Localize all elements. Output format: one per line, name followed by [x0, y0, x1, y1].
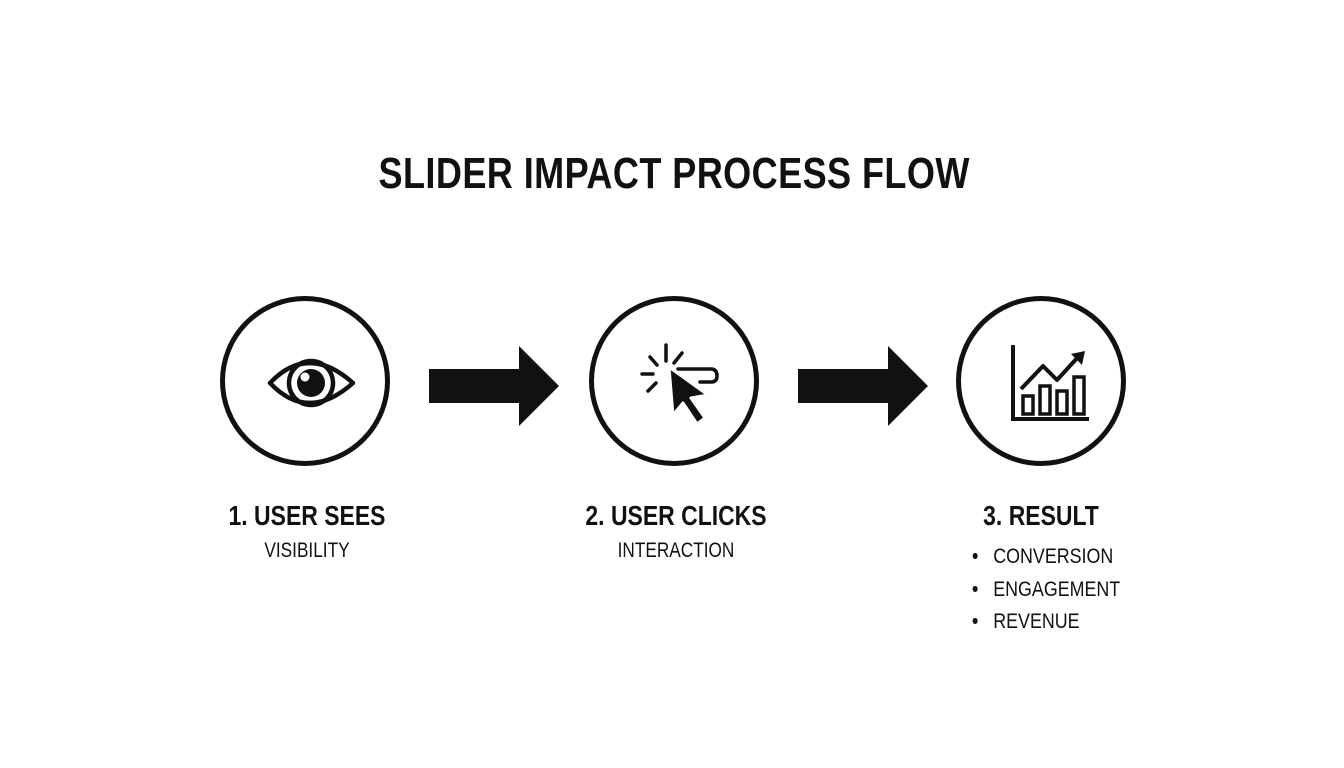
step-2-circle [589, 296, 759, 466]
step-3-title: 3. RESULT [983, 500, 1099, 531]
cursor-click-icon [640, 343, 719, 426]
result-list: • CONVERSION • ENGAGEMENT • REVENUE [972, 541, 1120, 639]
step-1-circle [220, 296, 390, 466]
result-item-label: CONVERSION [993, 545, 1114, 568]
bullet-icon: • [972, 577, 979, 601]
step-1-title: 1. USER SEES [228, 500, 386, 531]
eye-icon [267, 358, 356, 408]
flow-arrow-1 [429, 346, 559, 426]
step-2-subtitle: INTERACTION [617, 539, 735, 562]
bullet-icon: • [972, 545, 979, 568]
result-item: • CONVERSION [972, 541, 1120, 574]
diagram-title: SLIDER IMPACT PROCESS FLOW [378, 149, 970, 198]
result-item-label: ENGAGEMENT [993, 577, 1121, 601]
step-2-title: 2. USER CLICKS [585, 500, 767, 531]
flow-arrow-2 [798, 346, 928, 426]
growth-chart-icon [1011, 345, 1089, 421]
step-3-circle [956, 296, 1126, 466]
step-1-subtitle: VISIBILITY [264, 539, 350, 562]
result-item-label: REVENUE [993, 610, 1080, 633]
bullet-icon: • [972, 610, 979, 633]
result-item: • REVENUE [972, 606, 1120, 639]
result-item: • ENGAGEMENT [972, 574, 1120, 607]
